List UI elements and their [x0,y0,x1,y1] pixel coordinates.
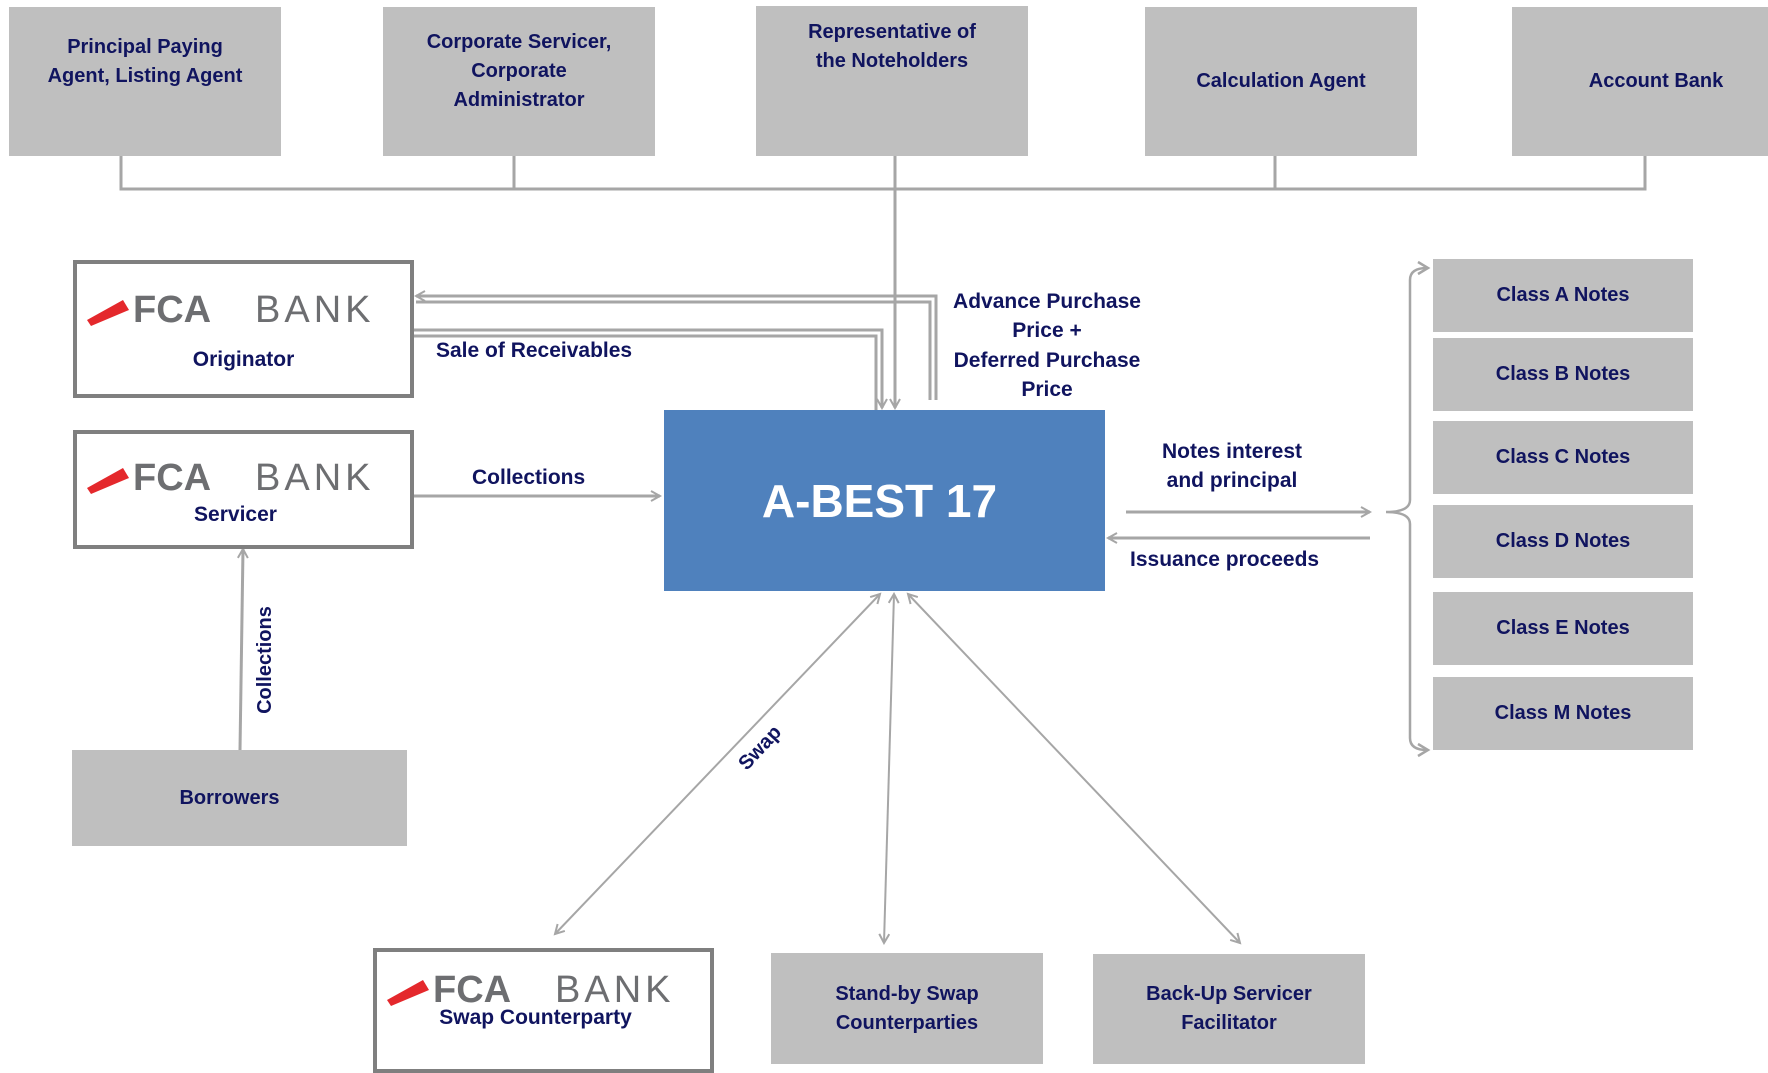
servicer-box: FCA BANK Servicer [73,430,414,549]
corporate-servicer-label: Corporate Servicer, Corporate Administra… [426,31,612,111]
standby-swap-label: Stand-by Swap Counterparties [835,982,979,1034]
paying-agent-label: Principal Paying Agent, Listing Agent [47,35,243,87]
issuer-box: A-BEST 17 [664,410,1105,591]
swap-counterparty-label: Swap Counterparty [439,1006,632,1029]
logo-word: BANK [255,289,374,328]
corporate-servicer-box: Corporate Servicer, Corporate Administra… [383,7,655,156]
note-label: Class D Notes [1495,530,1631,552]
notes-box: Class D Notes [1433,505,1693,578]
calculation-agent-label: Calculation Agent [1196,70,1366,92]
logo-word: BANK [255,457,374,496]
note-label: Class E Notes [1496,617,1630,639]
note-label: Class A Notes [1496,284,1630,306]
top-bus-line [119,156,1647,191]
account-bank-label: Account Bank [1588,70,1724,92]
backup-servicer-box: Back-Up Servicer Facilitator [1093,954,1365,1064]
fca-bank-logo: FCA BANK [87,457,374,496]
standby-swap-arrow [884,594,894,943]
standby-swap-box: Stand-by Swap Counterparties [771,953,1043,1064]
fca-bank-logo: FCA BANK [387,969,674,1008]
representative-box: Representative of the Noteholders [756,6,1028,156]
sale-of-receivables-label: Sale of Receivables [436,339,633,362]
notes-box: Class C Notes [1433,421,1693,494]
backup-servicer-arrow [908,594,1240,943]
account-bank-box: Account Bank [1512,7,1768,156]
notes-box: Class E Notes [1433,592,1693,665]
notes-brace [1385,260,1431,758]
logo-brand: FCA [133,289,211,328]
notes-box: Class A Notes [1433,259,1693,332]
originator-box: FCA BANK Originator [73,260,414,398]
notes-interest-label: Notes interest and principal [1161,440,1303,493]
calculation-agent-box: Calculation Agent [1145,7,1417,156]
purchase-price-label: Advance Purchase Price + Deferred Purcha… [953,290,1141,402]
borrowers-box: Borrowers [72,750,407,846]
backup-servicer-label: Back-Up Servicer Facilitator [1146,983,1312,1034]
issuance-proceeds-label: Issuance proceeds [1130,548,1320,571]
swap-arrow [555,594,880,934]
originator-label: Originator [192,348,295,371]
borrowers-collections-arrow [240,549,243,751]
fca-bank-logo: FCA BANK [87,289,374,328]
logo-word: BANK [555,969,674,1008]
purchase-price-arrow [416,296,938,400]
note-label: Class B Notes [1495,363,1631,385]
notes-box: Class B Notes [1433,338,1693,411]
borrowers-label: Borrowers [179,786,280,809]
swap-counterparty-box: FCA BANK Swap Counterparty [373,948,714,1073]
note-label: Class C Notes [1495,446,1631,468]
sale-of-receivables-arrow [414,328,882,412]
logo-brand: FCA [433,969,511,1008]
logo-brand: FCA [133,457,211,496]
representative-label: Representative of the Noteholders [808,21,976,72]
issuer-title: A-BEST 17 [761,474,998,527]
notes-box: Class M Notes [1433,677,1693,750]
note-label: Class M Notes [1494,702,1632,724]
servicer-label: Servicer [194,503,277,526]
paying-agent-box: Principal Paying Agent, Listing Agent [9,7,281,156]
collections-label: Collections [472,466,586,489]
collections-vertical-label: Collections [254,606,276,714]
